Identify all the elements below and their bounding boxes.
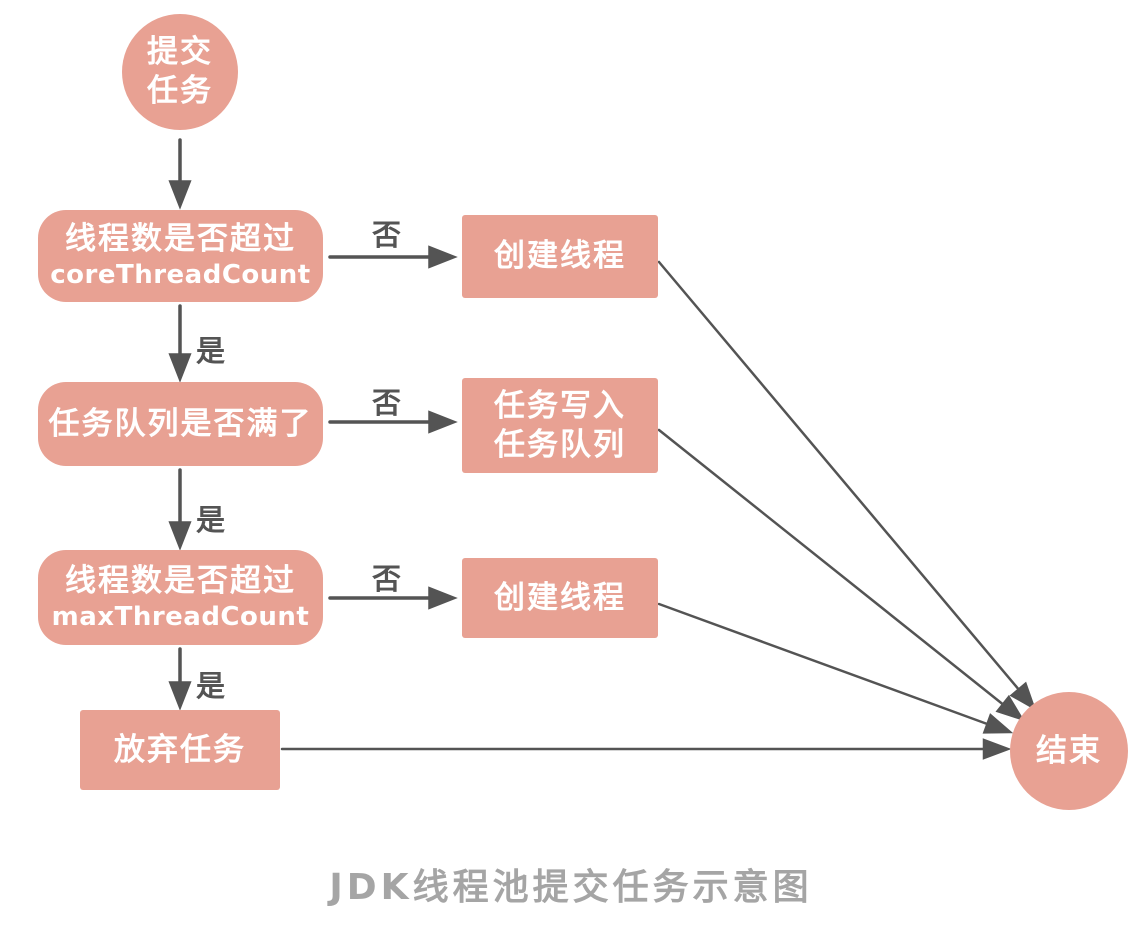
edge-label-yes-1: 是: [196, 334, 226, 368]
action-create-thread-2: 创建线程: [462, 558, 658, 638]
edge-action1-end: [657, 260, 1022, 693]
arrowhead-action2-end: [995, 694, 1025, 722]
decision-queue-full-label: 任务队列是否满了: [48, 405, 313, 442]
start-node: 提交 任务: [122, 14, 238, 130]
decision-max-label-line1: 线程数是否超过: [65, 562, 296, 599]
action-create-thread-2-label: 创建线程: [494, 579, 626, 616]
start-node-label-line2: 任务: [147, 73, 213, 109]
action-write-queue-label-line1: 任务写入: [494, 387, 626, 424]
edge-action2-end: [657, 428, 1007, 708]
arrowhead-decision2-action2: [428, 410, 458, 434]
action-write-queue: 任务写入 任务队列: [462, 378, 658, 473]
edge-label-yes-3: 是: [196, 669, 226, 703]
edge-action3-end: [657, 602, 992, 727]
edge-label-yes-2: 是: [196, 503, 226, 537]
start-node-label-line1: 提交: [147, 34, 213, 71]
edge-label-no-3: 否: [372, 562, 402, 596]
action-discard-task-label: 放弃任务: [114, 731, 246, 768]
decision-max-thread-count: 线程数是否超过 maxThreadCount: [38, 550, 323, 645]
decision-max-label-line2: maxThreadCount: [51, 601, 310, 632]
decision-core-label-line1: 线程数是否超过: [65, 221, 296, 258]
action-discard-task: 放弃任务: [80, 710, 280, 790]
action-create-thread-1: 创建线程: [462, 215, 658, 298]
decision-queue-full: 任务队列是否满了: [38, 382, 323, 466]
arrowhead-action3-end: [982, 713, 1014, 734]
decision-core-thread-count: 线程数是否超过 coreThreadCount: [38, 210, 323, 302]
arrowhead-decision1-decision2: [168, 353, 192, 383]
arrowhead-decision3-discard: [168, 681, 192, 711]
decision-core-label-line2: coreThreadCount: [50, 260, 311, 291]
end-node: 结束: [1010, 692, 1128, 810]
action-write-queue-label-line2: 任务队列: [494, 426, 626, 463]
edge-label-no-1: 否: [372, 218, 402, 252]
arrowhead-decision1-action1: [428, 245, 458, 269]
edge-label-no-2: 否: [372, 386, 402, 420]
arrowhead-discard-end: [982, 738, 1012, 760]
arrowhead-start-decision1: [168, 180, 192, 210]
end-node-label: 结束: [1036, 732, 1102, 769]
diagram-caption: JDK线程池提交任务示意图: [329, 867, 813, 908]
action-create-thread-1-label: 创建线程: [494, 238, 626, 275]
arrowhead-decision3-action3: [428, 586, 458, 610]
arrowhead-decision2-decision3: [168, 521, 192, 551]
